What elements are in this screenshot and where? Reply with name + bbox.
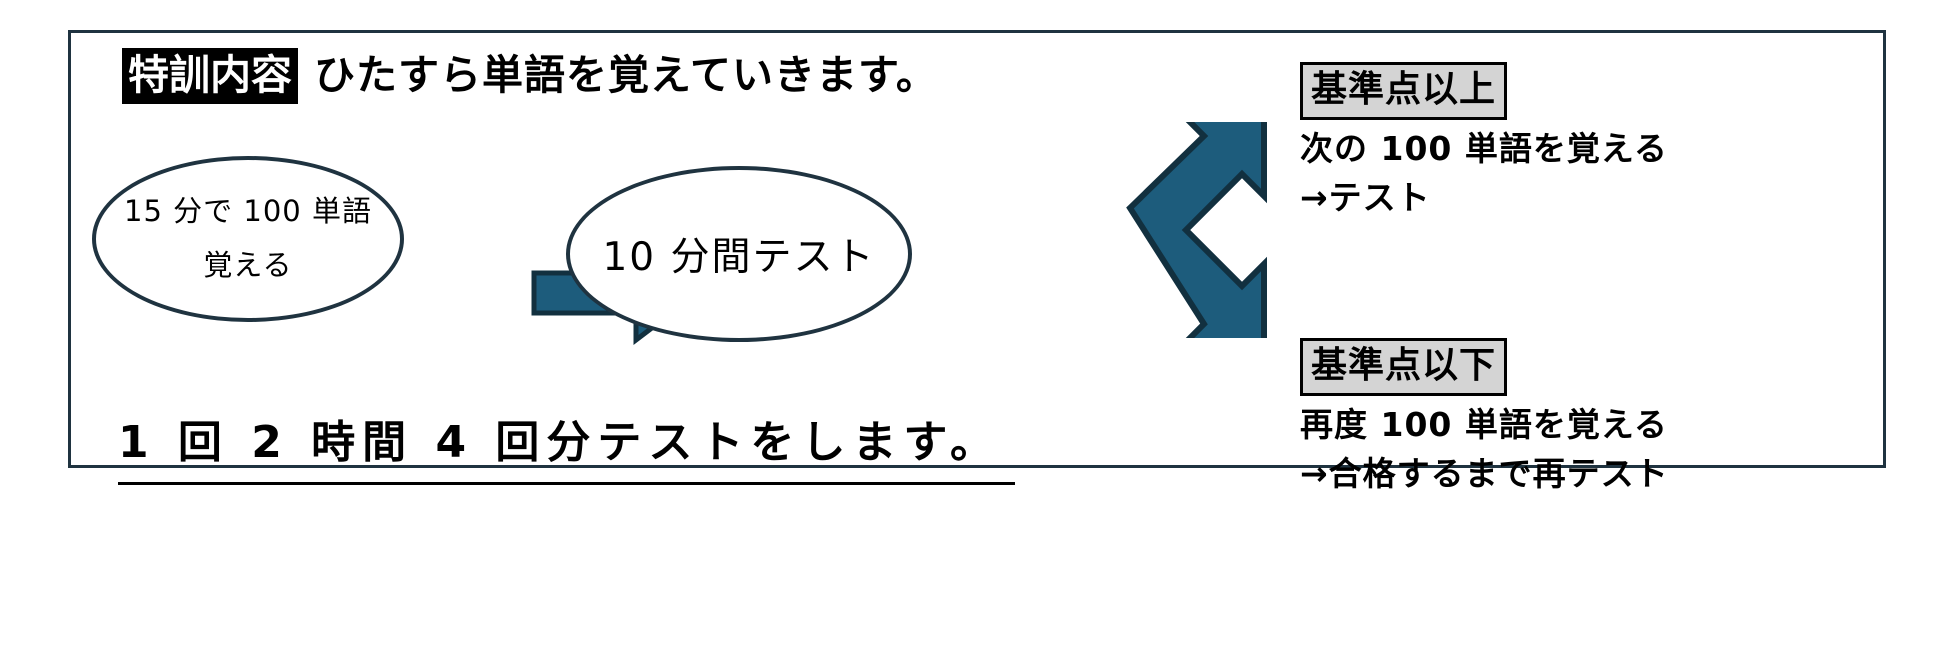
bottom-note: 1 回 2 時間 4 回分テストをします。 xyxy=(118,406,1016,485)
outcome-block-pass: 基準点以上 次の 100 単語を覚える →テスト xyxy=(1300,62,1668,222)
flow-node-test-line1: 10 分間テスト xyxy=(602,235,876,280)
outcome-pass-badge: 基準点以上 xyxy=(1300,62,1508,120)
outcome-block-fail: 基準点以下 再度 100 単語を覚える →合格するまで再テスト xyxy=(1300,338,1669,498)
flow-node-test: 10 分間テスト xyxy=(566,166,912,342)
header-row: 特訓内容 ひたすら単語を覚えていきます。 xyxy=(122,48,938,105)
outcome-pass-line2: →テスト xyxy=(1300,177,1431,217)
header-description: ひたすら単語を覚えていきます。 xyxy=(314,51,938,99)
flow-node-memorize-line2: 覚える xyxy=(203,248,293,282)
branching-arrow-icon xyxy=(1126,122,1267,338)
outcome-fail-line1: 再度 100 単語を覚える xyxy=(1300,404,1668,444)
flow-node-memorize: 15 分で 100 単語 覚える xyxy=(92,156,404,322)
flow-node-memorize-line1: 15 分で 100 単語 xyxy=(124,194,372,229)
outcome-fail-badge: 基準点以下 xyxy=(1300,338,1508,396)
header-tag-badge: 特訓内容 xyxy=(122,48,298,105)
outcome-fail-line2: →合格するまで再テスト xyxy=(1300,453,1669,493)
outcome-pass-line1: 次の 100 単語を覚える xyxy=(1300,128,1668,168)
